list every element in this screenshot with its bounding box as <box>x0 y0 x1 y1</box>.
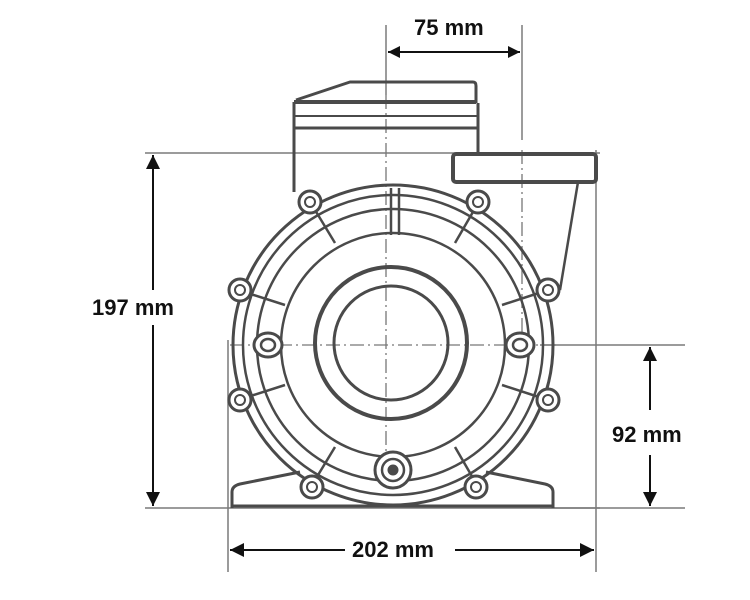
dimension-label-overall-width: 202 mm <box>352 537 434 562</box>
dimension-label-top-width: 75 mm <box>414 15 484 40</box>
dimension-lines <box>146 46 657 557</box>
dimension-label-shaft-height: 92 mm <box>612 422 682 447</box>
dimension-label-overall-height: 197 mm <box>92 295 174 320</box>
extension-lines <box>145 25 685 572</box>
bolt-bosses <box>227 189 561 500</box>
